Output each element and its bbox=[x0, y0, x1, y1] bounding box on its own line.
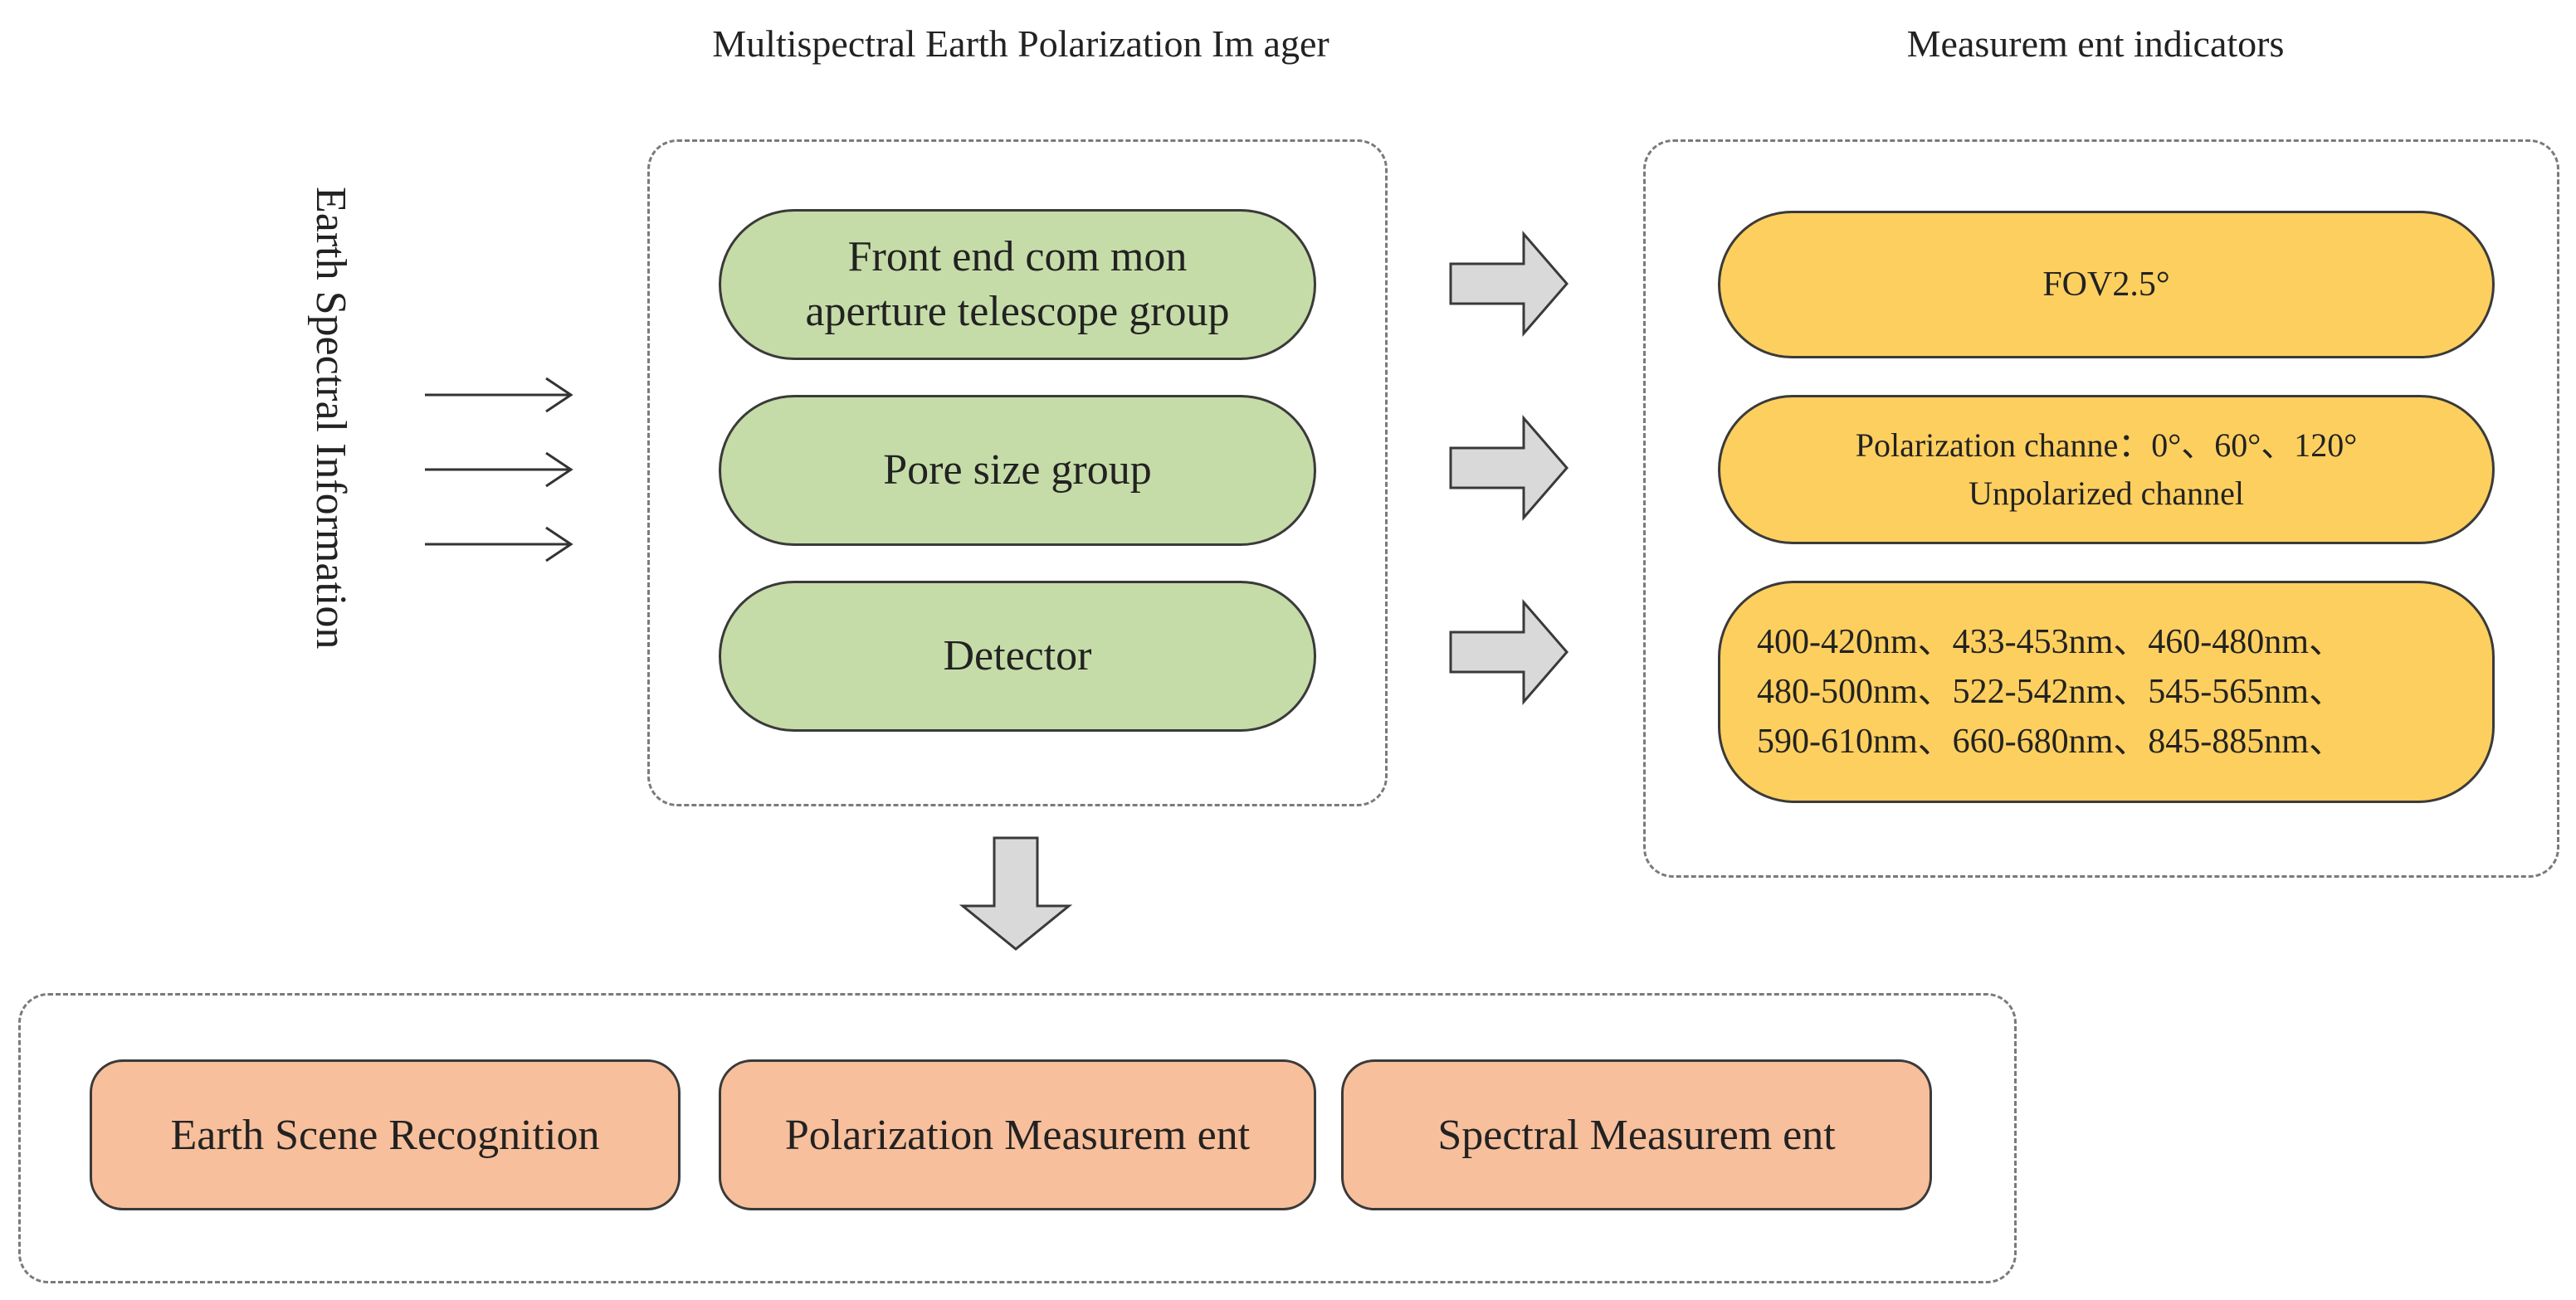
component-detector: Detector bbox=[719, 581, 1316, 732]
input-arrow-3 bbox=[425, 526, 573, 562]
imager-container bbox=[647, 139, 1388, 806]
application-label: Polarization Measurem ent bbox=[784, 1111, 1251, 1159]
block-arrows bbox=[959, 230, 1569, 951]
block-arrow-down bbox=[959, 836, 1073, 951]
component-label: Detector bbox=[943, 632, 1092, 679]
input-arrow-2 bbox=[425, 451, 573, 488]
application-spectral-measurement: Spectral Measurem ent bbox=[1341, 1059, 1932, 1210]
input-arrow-1 bbox=[425, 377, 573, 413]
component-telescope-group: Front end com mon aperture telescope gro… bbox=[719, 209, 1316, 360]
application-polarization-measurement: Polarization Measurem ent bbox=[719, 1059, 1316, 1210]
component-label: Front end com mon aperture telescope gro… bbox=[805, 233, 1230, 335]
input-label: Earth Spectral Information bbox=[307, 187, 354, 650]
indicator-label: Polarization channe：0°、60°、120° Unpolari… bbox=[1855, 426, 2358, 512]
component-pore-size-group: Pore size group bbox=[719, 395, 1316, 546]
indicator-label: FOV2.5° bbox=[2042, 265, 2170, 304]
indicators-container bbox=[1643, 139, 2559, 878]
imager-title: Multispectral Earth Polarization Im ager bbox=[712, 22, 1329, 65]
component-label: Pore size group bbox=[883, 446, 1152, 494]
indicator-spectral-bands: 400-420nm、433-453nm、460-480nm、 480-500nm… bbox=[1718, 581, 2495, 803]
indicator-polarization-channels: Polarization channe：0°、60°、120° Unpolari… bbox=[1718, 395, 2495, 544]
block-arrow-right-3 bbox=[1449, 598, 1569, 706]
applications-container bbox=[18, 993, 2017, 1283]
indicators-title: Measurem ent indicators bbox=[1906, 22, 2285, 65]
block-arrow-right-2 bbox=[1449, 414, 1569, 522]
application-label: Spectral Measurem ent bbox=[1437, 1111, 1836, 1159]
application-label: Earth Scene Recognition bbox=[170, 1111, 600, 1159]
application-earth-scene-recognition: Earth Scene Recognition bbox=[90, 1059, 681, 1210]
indicator-fov: FOV2.5° bbox=[1718, 211, 2495, 358]
input-arrows bbox=[425, 377, 573, 562]
indicator-label: 400-420nm、433-453nm、460-480nm、 480-500nm… bbox=[1757, 623, 2344, 761]
block-arrow-right-1 bbox=[1449, 230, 1569, 338]
